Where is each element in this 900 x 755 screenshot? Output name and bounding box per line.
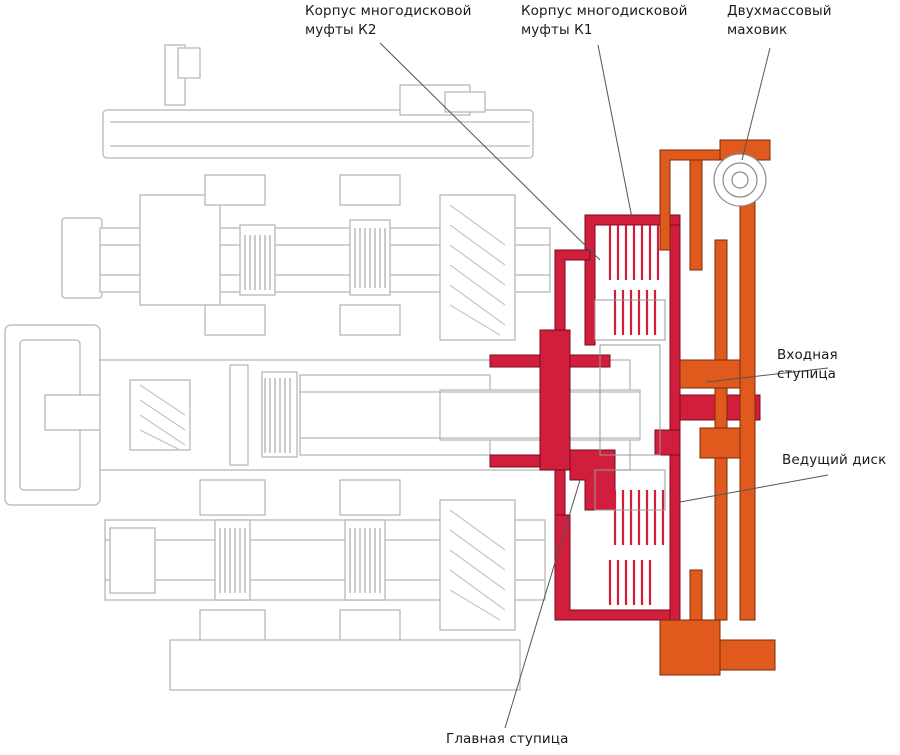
gear-teeth xyxy=(219,228,386,593)
label-k2-housing: Корпус многодисковой муфты К2 xyxy=(305,3,472,38)
leader-lines xyxy=(379,42,829,729)
label-input-hub: Входная ступица xyxy=(777,347,838,382)
clutch-internal-lines xyxy=(594,299,666,511)
dual-mass-flywheel xyxy=(659,139,776,676)
label-dual-mass-flywheel: Двухмассовый маховик xyxy=(727,3,832,38)
clutch-plates xyxy=(608,225,665,605)
label-drive-plate: Ведущий диск xyxy=(782,452,887,468)
label-main-hub: Главная ступица xyxy=(446,731,569,747)
label-k1-housing: Корпус многодисковой муфты К1 xyxy=(521,3,688,38)
flywheel-bearing xyxy=(713,153,767,207)
